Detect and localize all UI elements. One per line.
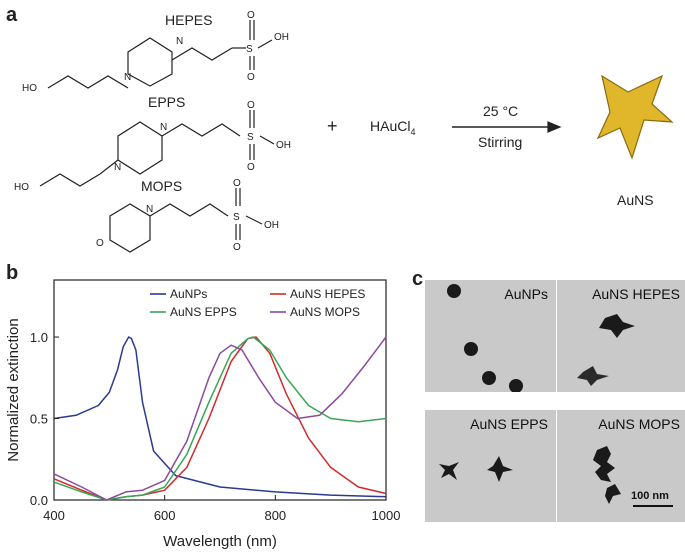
y-tick-label-0: 0.0 xyxy=(30,493,48,508)
series-line-3 xyxy=(53,336,387,501)
epps-n-bottom-label: N xyxy=(114,162,121,173)
tem-label-aunps: AuNPs xyxy=(504,286,548,302)
hepes-s-label: S xyxy=(246,44,253,55)
mops-s-label: S xyxy=(233,212,240,223)
epps-oh-label: HO xyxy=(14,182,29,193)
condition-stirring: Stirring xyxy=(478,134,523,150)
legend-label-0: AuNPs xyxy=(170,287,207,301)
hepes-o-top-label: O xyxy=(247,10,255,21)
epps-o-top-label: O xyxy=(247,100,255,111)
mops-ring-o-label: O xyxy=(96,238,104,249)
legend-label-2: AuNS EPPS xyxy=(170,305,237,319)
hepes-n-top-label: N xyxy=(176,36,183,47)
hepes-o-bottom-label: O xyxy=(247,72,255,83)
scale-bar xyxy=(633,505,673,507)
x-tick-label-3: 1000 xyxy=(372,508,400,523)
product-label: AuNS xyxy=(617,192,654,208)
x-tick-label-0: 400 xyxy=(43,508,65,523)
epps-s-label: S xyxy=(247,132,254,143)
x-axis-label: Wavelength (nm) xyxy=(163,533,277,550)
hepes-n-bottom-label: N xyxy=(124,72,131,83)
hepes-sulfonate-oh-label: OH xyxy=(274,32,289,43)
series-line-0 xyxy=(53,336,387,498)
plus-sign: + xyxy=(327,116,338,136)
tem-label-auns-hepes: AuNS HEPES xyxy=(592,286,680,302)
mops-name: MOPS xyxy=(141,178,183,194)
y-tick-label-2: 1.0 xyxy=(30,330,48,345)
mops-n-label: N xyxy=(146,204,153,215)
tem-particles-aunps xyxy=(447,284,523,392)
x-tick-label-2: 800 xyxy=(264,508,286,523)
tem-label-auns-mops: AuNS MOPS xyxy=(598,416,680,432)
hepes-name: HEPES xyxy=(165,12,213,28)
epps-structure xyxy=(39,110,275,187)
tem-particles-auns-epps xyxy=(439,456,513,482)
nanostar-icon xyxy=(596,74,674,160)
condition-temperature: 25 °C xyxy=(483,103,519,119)
tem-image-auns-epps: AuNS EPPS xyxy=(425,410,556,522)
chemical-scheme: HO N N S O O OH HO N N S O O OH O N S O … xyxy=(14,10,674,253)
plot-frame xyxy=(53,279,387,501)
mops-sulfonate-oh-label: OH xyxy=(264,220,279,231)
tem-particles-auns-mops xyxy=(593,446,621,504)
reagent-formula: HAuCl xyxy=(370,118,411,134)
epps-sulfonate-oh-label: OH xyxy=(276,140,291,151)
mops-structure xyxy=(109,188,263,253)
extinction-chart: 400 600 800 1000 0.0 0.5 1.0 Wavelength (nm) N… xyxy=(5,279,400,550)
panel-label-a: a xyxy=(6,4,18,26)
y-axis-label: Normalized extinction xyxy=(5,318,22,461)
epps-o-bottom-label: O xyxy=(247,162,255,173)
tem-particles-auns-hepes xyxy=(577,314,635,386)
hepes-oh-label: HO xyxy=(22,83,37,94)
mops-o-bottom-label: O xyxy=(233,242,241,253)
series-line-2 xyxy=(53,336,387,501)
reagent-subscript: 4 xyxy=(410,126,416,137)
tem-image-auns-hepes: AuNS HEPES xyxy=(557,280,685,392)
scale-bar-label: 100 nm xyxy=(631,490,669,502)
tem-image-aunps: AuNPs xyxy=(425,280,556,392)
tem-image-auns-mops: AuNS MOPS 100 nm xyxy=(557,410,685,522)
hepes-structure xyxy=(47,20,273,89)
tem-label-auns-epps: AuNS EPPS xyxy=(470,416,548,432)
panel-label-b: b xyxy=(6,262,19,284)
reagent-label: HAuCl4 xyxy=(370,118,415,137)
x-tick-label-1: 600 xyxy=(154,508,176,523)
y-tick-label-1: 0.5 xyxy=(30,412,48,427)
epps-name: EPPS xyxy=(148,94,186,110)
legend-label-1: AuNS HEPES xyxy=(290,287,365,301)
panel-label-c: c xyxy=(412,268,424,290)
mops-o-top-label: O xyxy=(233,178,241,189)
legend-label-3: AuNS MOPS xyxy=(290,305,360,319)
epps-n-top-label: N xyxy=(160,122,167,133)
